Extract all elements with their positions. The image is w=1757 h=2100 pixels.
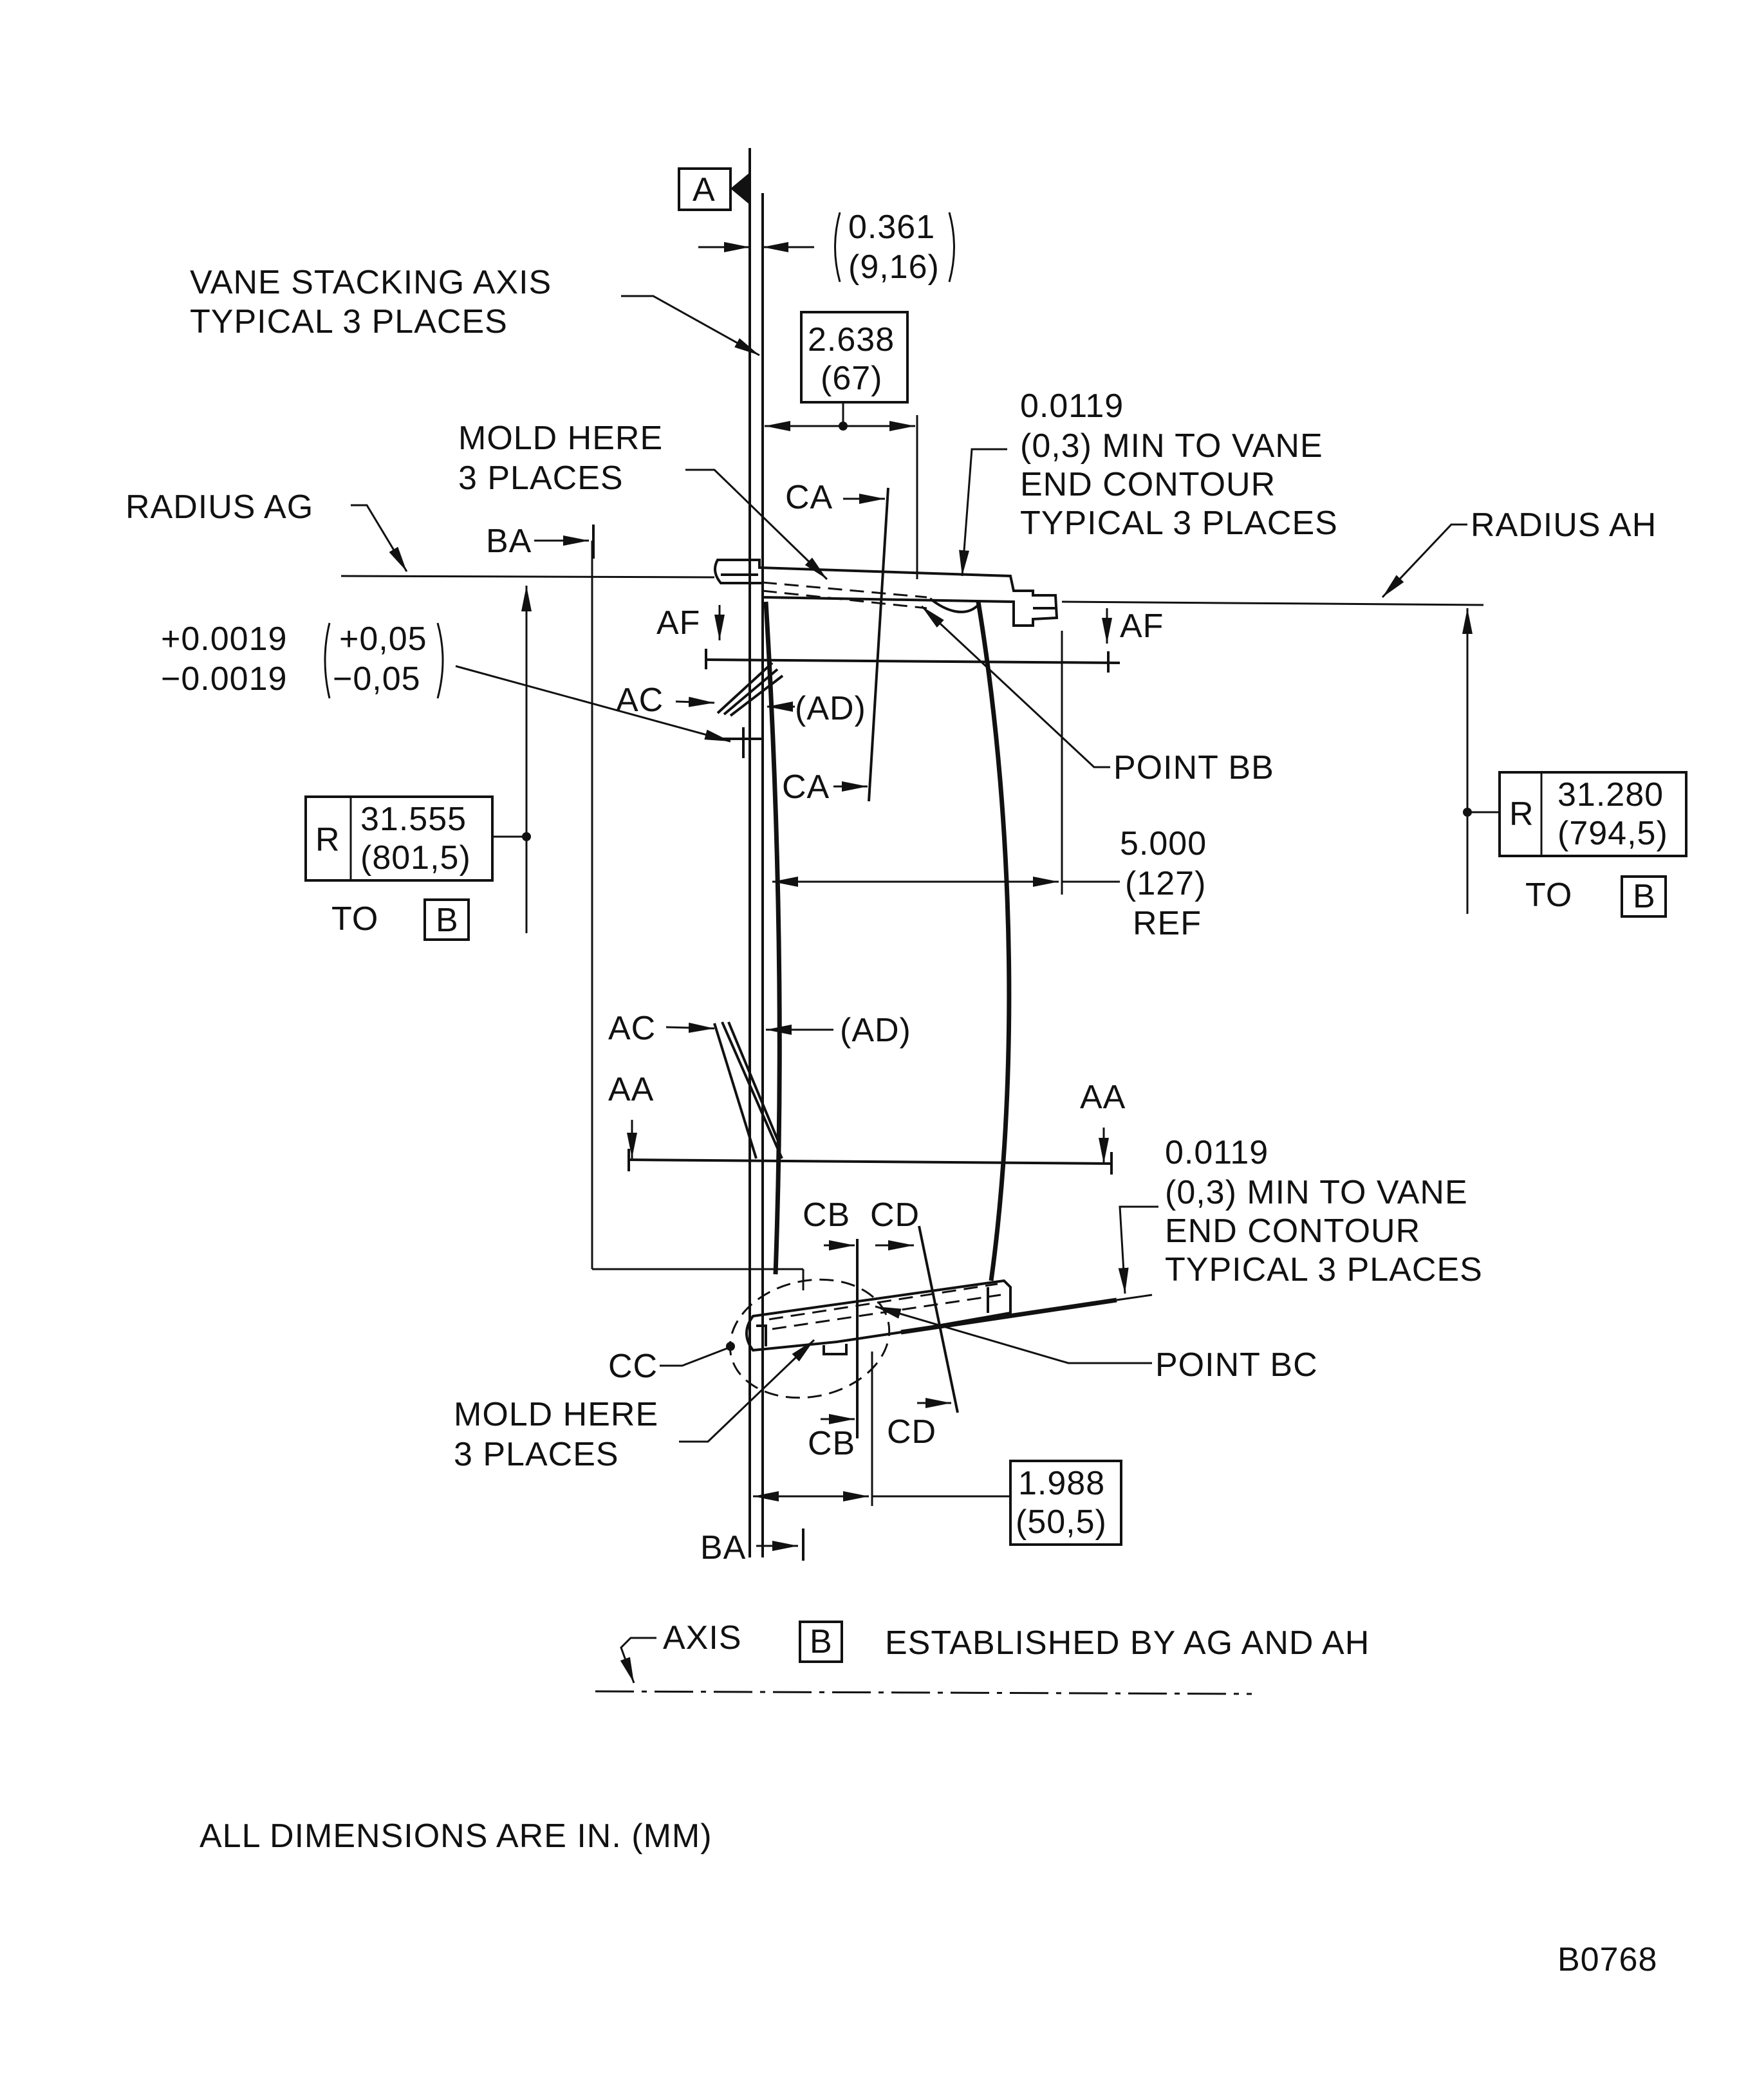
radius-left-r: R [315,821,340,859]
radius-left-in: 31.555 [360,801,467,838]
note-top-l2: (0,3) MIN TO VANE [1020,427,1323,465]
ca-bottom-label: CA [782,768,830,806]
axis-b-centerline [595,1690,1252,1695]
dim-2638-in: 2.638 [808,321,895,358]
section-aa: AA AA [608,1071,1126,1175]
radius-right-box: R 31.280 (794,5) TO B [1462,608,1687,918]
radius-right-mm: (794,5) [1557,815,1668,852]
point-bb-callout: POINT BB [920,605,1274,786]
dim-1988-in: 1.988 [1018,1465,1105,1502]
point-bc-callout: POINT BC [875,1305,1318,1384]
note-bottom-l1: 0.0119 [1165,1134,1269,1171]
af-right-label: AF [1120,608,1164,645]
dim-2638-mm: (67) [821,360,882,397]
cd-top-label: CD [870,1196,920,1234]
mold-bottom-l2: 3 PLACES [454,1436,619,1473]
radius-ag: RADIUS AG [126,488,715,579]
section-ba: BA BA [486,523,804,1566]
note-top-l3: END CONTOUR [1020,466,1276,503]
detail-cc: CC [608,1278,891,1399]
note-top-l1: 0.0119 [1020,387,1124,425]
mold-top-l2: 3 PLACES [458,460,624,497]
vane-stacking-axis-line2: TYPICAL 3 PLACES [190,303,508,340]
ba-bottom-label: BA [700,1529,746,1566]
axis-label: AXIS [663,1619,742,1657]
radius-right-to: TO [1525,877,1572,914]
cc-label: CC [608,1348,658,1385]
axis-established-text: ESTABLISHED BY AG AND AH [885,1624,1370,1662]
dim-5000-mm: (127) [1125,865,1206,902]
tol-minus-in: −0.0019 [161,660,287,698]
point-bc-label: POINT BC [1155,1346,1318,1384]
section-ac-lower: AC (AD) [608,1010,911,1159]
mold-here-bottom-note: MOLD HERE 3 PLACES [454,1339,815,1473]
ba-top-label: BA [486,523,532,560]
ad-lower-label: (AD) [840,1012,911,1049]
mold-here-top-note: MOLD HERE 3 PLACES [458,420,828,581]
af-left-label: AF [656,604,700,642]
axis-datum-b: B [810,1623,833,1660]
vane-outline [714,559,1153,1355]
dim-1988-mm: (50,5) [1016,1503,1107,1541]
radius-ag-label: RADIUS AG [126,488,313,526]
radius-ah: RADIUS AH [1061,506,1657,606]
note-bottom-l3: END CONTOUR [1165,1213,1420,1250]
note-top-min-to-vane: 0.0119 (0,3) MIN TO VANE END CONTOUR TYP… [959,387,1338,577]
dim-0361-in: 0.361 [848,209,935,246]
tol-plus-in: +0.0019 [161,620,287,658]
dim-0361-mm: (9,16) [848,248,940,286]
axis-b-note: AXIS B ESTABLISHED BY AG AND AH [595,1619,1370,1695]
aa-right-label: AA [1080,1079,1126,1116]
dim-5000-ref: REF [1133,905,1202,942]
section-cb-cd: CB CD CB CD [803,1196,959,1462]
radius-right-r: R [1509,795,1534,833]
footer-note: ALL DIMENSIONS ARE IN. (MM) [200,1817,712,1855]
section-af: AF AF [656,604,1164,673]
drawing-id: B0768 [1557,1941,1657,1978]
radius-right-in: 31.280 [1557,776,1664,813]
mold-bottom-l1: MOLD HERE [454,1396,658,1433]
ca-top-label: CA [785,479,833,516]
ac-upper-label: AC [616,682,664,719]
note-bottom-l2: (0,3) MIN TO VANE [1165,1174,1468,1211]
vane-stacking-axis-note: VANE STACKING AXIS TYPICAL 3 PLACES [190,264,760,357]
note-bottom-min-to-vane: 0.0119 (0,3) MIN TO VANE END CONTOUR TYP… [1118,1134,1483,1294]
note-bottom-l4: TYPICAL 3 PLACES [1165,1251,1483,1288]
radius-left-to: TO [331,900,378,938]
dim-0361: 0.361 (9,16) [698,209,955,286]
ac-lower-label: AC [608,1010,656,1047]
vane-stacking-axis-line1: VANE STACKING AXIS [190,264,552,301]
tol-plus-mm: +0,05 [339,620,427,658]
tol-minus-mm: −0,05 [333,660,421,698]
radius-right-datum: B [1633,878,1656,915]
dim-1988: 1.988 (50,5) [753,1352,1122,1546]
cb-bottom-label: CB [808,1425,855,1462]
cb-top-label: CB [803,1196,850,1234]
dim-5000: 5.000 (127) REF [772,631,1207,942]
aa-left-label: AA [608,1071,654,1108]
mold-top-l1: MOLD HERE [458,420,663,457]
radius-left-datum: B [436,902,459,939]
dim-2638: 2.638 (67) [765,311,918,579]
radius-ah-label: RADIUS AH [1471,506,1657,544]
section-ca: CA CA [782,479,889,806]
radius-left-mm: (801,5) [360,839,471,877]
point-bb-label: POINT BB [1113,749,1274,786]
cd-bottom-label: CD [887,1413,936,1451]
tolerance-callout: +0.0019 −0.0019 +0,05 −0,05 [161,620,763,758]
datum-a-symbol: A [678,167,750,211]
ad-upper-label: (AD) [795,690,866,727]
note-top-l4: TYPICAL 3 PLACES [1020,505,1338,542]
section-ac-upper: AC (AD) [616,662,866,727]
datum-a-label: A [693,171,716,209]
radius-left-box: R 31.555 (801,5) TO B [304,586,532,941]
dim-5000-in: 5.000 [1120,825,1207,862]
